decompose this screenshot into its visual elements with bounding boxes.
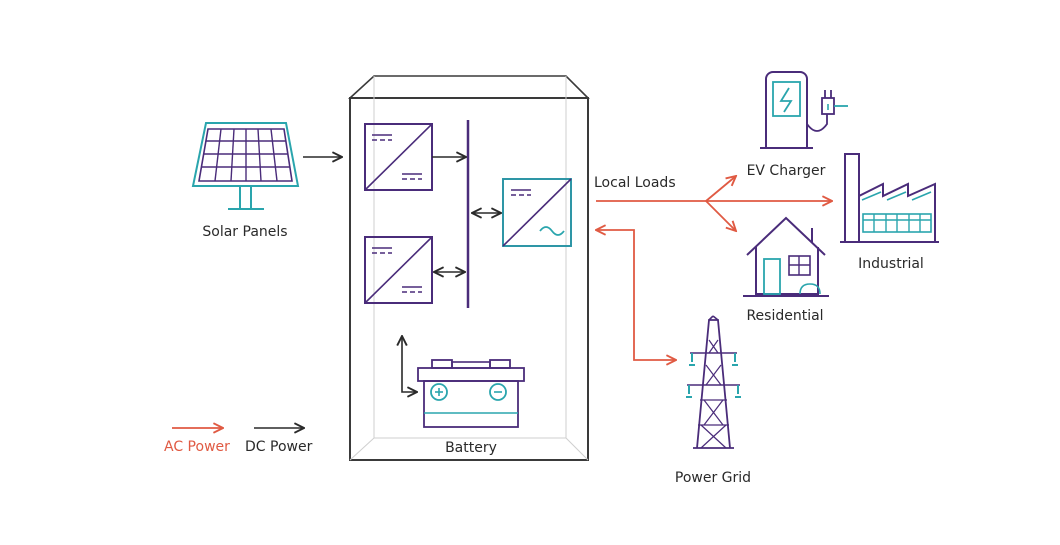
solar-panels-label: Solar Panels	[202, 224, 287, 240]
house-icon	[743, 216, 829, 297]
battery-link-arrow	[402, 336, 417, 392]
legend-dc-label: DC Power	[245, 439, 313, 455]
transmission-tower-icon	[686, 315, 741, 449]
battery-converter-icon	[364, 236, 433, 304]
dc-dc-converter-icon	[364, 123, 433, 191]
inverter-icon	[502, 178, 572, 247]
factory-icon	[840, 153, 939, 243]
local-loads-label: Local Loads	[594, 175, 676, 191]
ev-charger-label: EV Charger	[747, 163, 826, 179]
legend: AC Power DC Power	[164, 428, 313, 455]
legend-ac-label: AC Power	[164, 439, 230, 455]
industrial-label: Industrial	[858, 256, 924, 272]
ac-grid-arrow	[596, 230, 676, 360]
battery-label: Battery	[445, 440, 497, 456]
ac-to-residential-arrow	[705, 200, 736, 231]
battery-icon	[417, 359, 525, 428]
ev-charger-icon	[760, 71, 848, 149]
residential-label: Residential	[746, 308, 823, 324]
ac-to-ev-arrow	[705, 176, 736, 202]
energy-storage-cabinet	[347, 75, 590, 461]
solar-panel-icon	[191, 122, 300, 210]
power-grid-label: Power Grid	[675, 470, 751, 486]
